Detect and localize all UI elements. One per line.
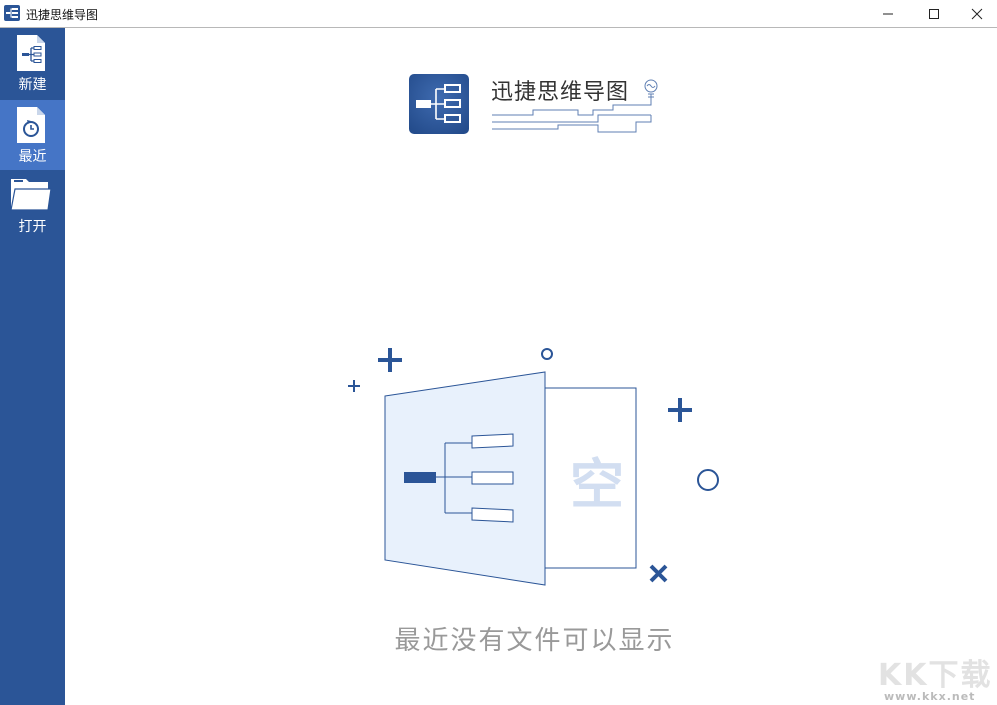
brand-title: 迅捷思维导图 [491, 80, 630, 105]
window-title: 迅捷思维导图 [26, 8, 99, 22]
svg-text:空: 空 [570, 453, 624, 516]
maximize-button[interactable] [911, 0, 957, 27]
watermark-url: www.kkx.net [884, 690, 976, 703]
sidebar-item-open[interactable]: 打开 [0, 170, 65, 240]
brand-logo-icon [409, 74, 469, 134]
recent-file-icon [17, 107, 45, 143]
sidebar: 新建 最近 打开 [0, 28, 65, 705]
empty-state-message: 最近没有文件可以显示 [394, 626, 675, 656]
folder-open-icon [10, 179, 52, 211]
sidebar-item-label: 新建 [18, 77, 47, 93]
title-bar: 迅捷思维导图 [0, 0, 997, 28]
circuit-lines-decoration [492, 79, 658, 133]
empty-illustration: 空 [348, 348, 719, 586]
sidebar-item-new[interactable]: 新建 [0, 28, 65, 98]
app-logo-icon [4, 5, 20, 21]
watermark-brand: KK下载 [878, 658, 993, 693]
minimize-button[interactable] [865, 0, 911, 27]
sidebar-item-label: 打开 [18, 219, 47, 235]
sidebar-item-recent[interactable]: 最近 [0, 100, 65, 170]
watermark-logo: KK下载 [878, 650, 993, 694]
new-file-icon [17, 35, 45, 71]
close-button[interactable] [957, 0, 997, 27]
sidebar-item-label: 最近 [18, 149, 47, 165]
